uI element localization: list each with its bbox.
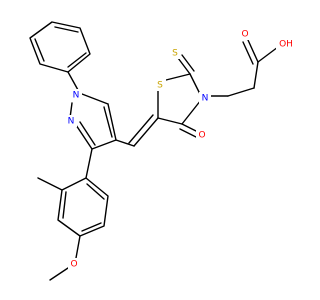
bond-ome-methyl	[49, 267, 69, 281]
bond-pz-n2-c3-double	[79, 121, 96, 146]
bond-pz-c5-n1	[81, 93, 109, 105]
atom-oxygen-methoxy: O	[68, 258, 80, 270]
atom-oxygen-acid-double: O	[239, 28, 251, 40]
aryl-double-3	[86, 183, 105, 200]
oxygen-ketone-label: O	[198, 131, 205, 141]
bond-exo-single	[115, 139, 135, 147]
bond-pz-c3-c4	[91, 139, 117, 150]
nitrogen-2-label: N	[68, 117, 75, 127]
phenyl-double-3	[67, 52, 87, 68]
bond-pz-c4-c5	[107, 103, 117, 141]
bond-exo-double-a	[133, 117, 159, 147]
bond-ring-c2-s	[165, 73, 191, 81]
bond-exo-double-b	[128, 114, 154, 144]
sulfur-thione-label: S	[172, 49, 178, 59]
atom-sulfur-ring: S	[154, 79, 166, 91]
atom-layer: O OH S S N O N	[65, 28, 296, 270]
bond-acid-c-o	[247, 39, 259, 63]
oxygen-methoxy-label: O	[70, 260, 77, 270]
nitrogen-1-label: N	[73, 91, 80, 101]
atom-nitrogen-1: N	[70, 89, 82, 101]
bond-thione-double	[181, 54, 195, 72]
bond-ring-c5-c4	[157, 117, 183, 125]
bond-ketone-double	[179, 128, 197, 138]
aryl-double-2	[81, 222, 102, 232]
bond-chain-1	[253, 61, 259, 89]
bond-thione	[177, 57, 191, 75]
bond-aryl-methyl	[37, 177, 63, 191]
bond-acid-c-o-double	[242, 41, 254, 65]
structure-diagram: O OH S S N O N	[29, 21, 296, 281]
oxygen-acid-oh-label: OH	[279, 40, 293, 50]
atom-nitrogen-2: N	[65, 115, 77, 127]
bond-ketone	[181, 123, 199, 133]
nitrogen-ring-label: N	[202, 94, 209, 104]
phenyl-ring	[29, 21, 91, 73]
bond-pz-c5-c5-double	[103, 106, 113, 138]
bond-c3-aryl	[85, 148, 93, 179]
oxygen-acid-double-label: O	[241, 30, 248, 40]
aryl-ring	[57, 177, 109, 237]
sulfur-ring-label: S	[157, 81, 163, 91]
molecule-canvas: O OH S S N O N	[29, 21, 296, 281]
phenyl-double-1	[34, 38, 45, 62]
atom-sulfur-thione: S	[169, 47, 181, 59]
bond-n1-phenyl	[67, 71, 79, 91]
bond-pz-n2-c3	[75, 124, 93, 150]
phenyl-double-2	[54, 26, 79, 33]
bond-chain-2	[227, 87, 255, 97]
atom-oxygen-acid-oh: OH	[276, 38, 296, 50]
bond-layer	[29, 21, 283, 281]
bond-ring-c4-n	[181, 99, 202, 125]
atom-oxygen-ketone: O	[196, 129, 208, 141]
bond-aryl-ome	[75, 235, 81, 259]
aryl-double-1	[62, 191, 67, 219]
atom-nitrogen-ring: N	[199, 92, 211, 104]
